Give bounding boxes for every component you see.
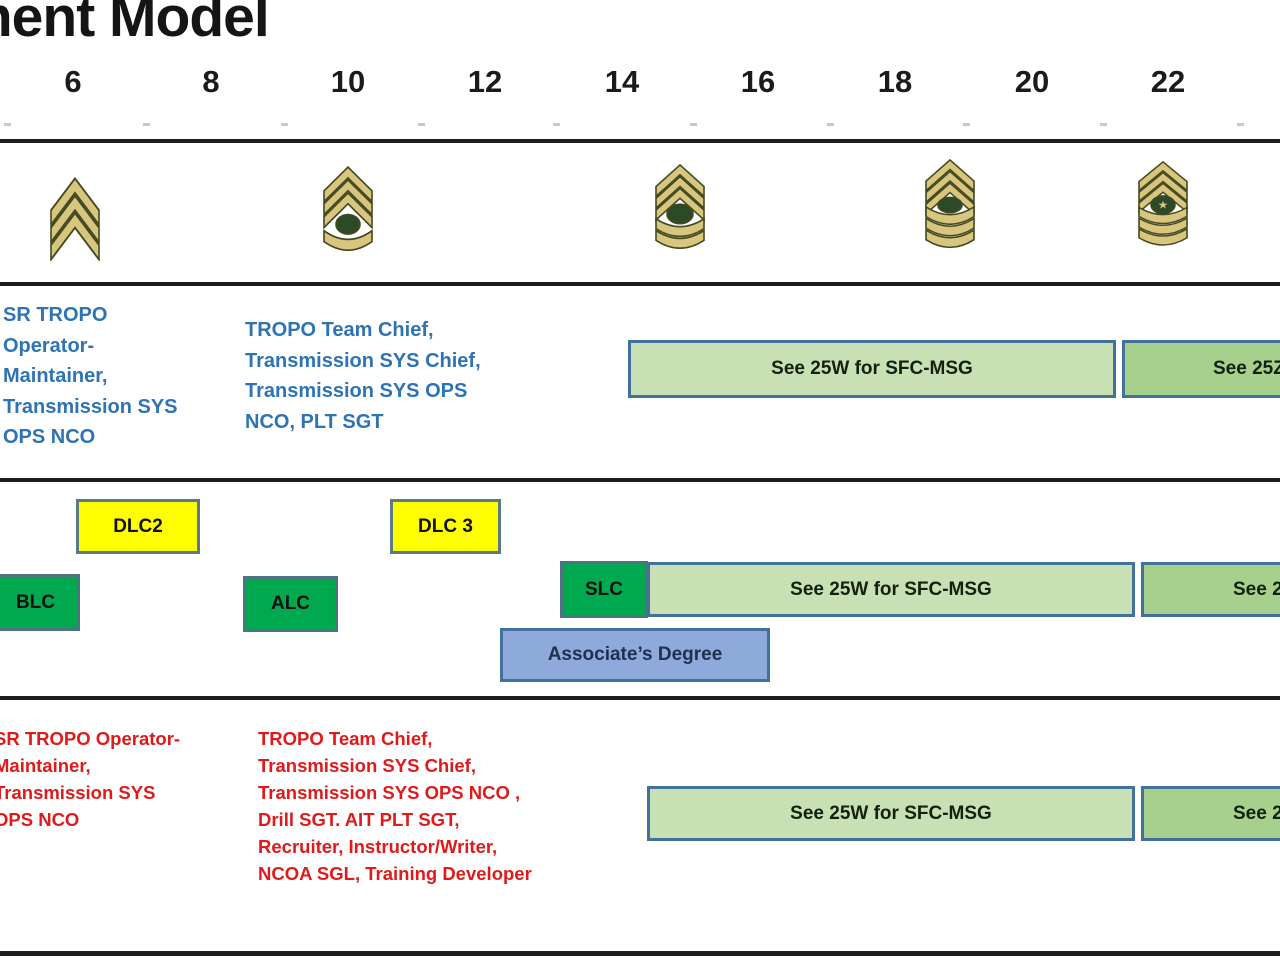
ssg-rank-insignia <box>322 166 374 261</box>
minor-tick <box>1100 123 1107 126</box>
minor-tick <box>281 123 288 126</box>
star-icon: ★ <box>1158 200 1169 211</box>
dlc2-box: DLC2 <box>76 499 200 554</box>
axis-label-6: 6 <box>64 64 82 99</box>
axis-label-22: 22 <box>1150 64 1186 99</box>
see-25-bar-training: See 25 <box>1141 562 1280 617</box>
divider-line <box>0 951 1280 956</box>
see-25w-bar-training: See 25W for SFC-MSG <box>647 562 1135 617</box>
minor-tick <box>553 123 560 126</box>
minor-tick <box>690 123 697 126</box>
sgt-rank-insignia <box>49 177 101 261</box>
minor-tick <box>418 123 425 126</box>
see-25w-bar-institutional: See 25W for SFC-MSG <box>647 786 1135 841</box>
divider-line <box>0 478 1280 482</box>
divider-line <box>0 696 1280 700</box>
axis-label-16: 16 <box>740 64 776 99</box>
minor-tick <box>963 123 970 126</box>
operational-senior-roles: TROPO Team Chief, Transmission SYS Chief… <box>245 319 481 433</box>
slc-box: SLC <box>560 561 648 618</box>
see-25w-bar-operational: See 25W for SFC-MSG <box>628 340 1116 398</box>
minor-tick <box>4 123 11 126</box>
axis-label-10: 10 <box>330 64 366 99</box>
axis-label-20: 20 <box>1014 64 1050 99</box>
minor-tick <box>1237 123 1244 126</box>
divider-line <box>0 139 1280 143</box>
msg-rank-insignia <box>924 159 976 256</box>
minor-tick <box>143 123 150 126</box>
see-25z-bar-operational: See 25Z <box>1122 340 1280 398</box>
axis-label-14: 14 <box>604 64 640 99</box>
axis-label-18: 18 <box>877 64 913 99</box>
divider-line <box>0 282 1280 286</box>
institutional-senior-roles: TROPO Team Chief, Transmission SYS Chief… <box>258 728 532 884</box>
associates-degree-box: Associate’s Degree <box>500 628 770 682</box>
sgm-rank-insignia: ★ <box>1137 161 1189 253</box>
operational-junior-roles: SR TROPO Operator- Maintainer, Transmiss… <box>3 304 178 448</box>
axis-label-8: 8 <box>202 64 220 99</box>
alc-box: ALC <box>243 576 338 632</box>
minor-tick <box>827 123 834 126</box>
page-title: ment Model <box>0 0 270 49</box>
see-25-bar-institutional: See 25 <box>1141 786 1280 841</box>
blc-box: BLC <box>0 574 80 631</box>
institutional-junior-roles: SR TROPO Operator- Maintainer, Transmiss… <box>0 728 181 830</box>
axis-label-12: 12 <box>467 64 503 99</box>
sfc-rank-insignia <box>654 164 706 257</box>
dlc3-box: DLC 3 <box>390 499 501 554</box>
